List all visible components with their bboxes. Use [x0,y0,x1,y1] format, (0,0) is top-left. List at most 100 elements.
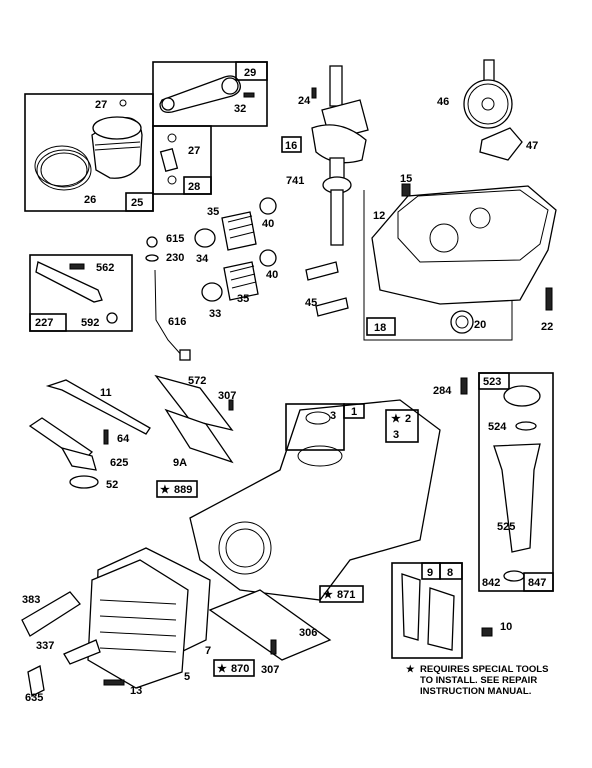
label-871-star: ★ [323,589,333,601]
label-307-a: 307 [218,390,236,402]
label-562: 562 [96,262,114,274]
label-46: 46 [437,96,449,108]
dipstick-tube-525 [493,443,541,553]
wrist-pin-group [152,125,212,195]
label-3-b: 3 [393,429,399,441]
box-16-label-box [281,136,302,153]
piston-top [92,116,142,140]
label-889-star: ★ [160,484,170,496]
crankshaft-pto-end [329,65,343,107]
note-line-1: REQUIRES SPECIAL TOOLS [420,664,548,675]
screw-284 [460,377,468,395]
screw-307-upper [228,399,234,411]
governor-link-616 [154,269,185,359]
label-306: 306 [299,627,317,639]
label-525: 525 [497,521,515,533]
label-7: 7 [205,645,211,657]
box-18-label-box [366,317,396,336]
box-29-label-box [235,61,268,81]
label-2: 2 [405,413,411,425]
note-line-3: INSTRUCTION MANUAL. [420,686,531,697]
seal-box [285,403,345,451]
bolt-13 [103,679,125,686]
label-524: 524 [488,421,507,433]
breather-tube-11 [45,379,151,435]
label-625: 625 [110,457,128,469]
seal-842 [503,570,525,582]
nut-592 [106,312,118,324]
valve-head-33 [201,282,223,302]
screw-64 [103,429,109,445]
label-10: 10 [500,621,512,633]
label-870-star: ★ [217,663,227,675]
connecting-rod-group [152,61,268,127]
label-52: 52 [106,479,118,491]
label-3-a: 3 [330,410,336,422]
label-635: 635 [25,692,43,704]
label-35-a: 35 [207,206,219,218]
valve-train-group [145,197,349,361]
dipstick-cap-523 [503,385,541,407]
special-tools-note: ★ REQUIRES SPECIAL TOOLS TO INSTALL. SEE… [406,664,548,697]
label-40-b: 40 [266,269,278,281]
label-2-star: ★ [391,413,401,425]
connecting-rod [159,75,241,113]
label-11: 11 [100,387,112,399]
label-15: 15 [400,173,412,185]
label-13: 13 [130,685,142,697]
callouts: 27 26 25 27 28 29 32 24 16 741 46 47 15 … [22,67,553,704]
label-34: 34 [196,253,209,265]
box-2-label-box [385,409,419,443]
label-32: 32 [234,103,246,115]
box-870-label-box [213,659,255,677]
box-8-label-box [439,562,463,580]
governor-lever [35,261,103,303]
piston-kit-group [24,93,154,212]
note-line-2: TO INSTALL. SEE REPAIR [420,675,537,686]
oil-seal-20 [450,310,474,334]
o-ring-524 [515,421,537,431]
piston-ring-1 [36,149,92,191]
gasket-9 [401,573,421,641]
gasket-306 [208,589,332,661]
piston-clip-27 [119,99,127,107]
label-227: 227 [35,317,53,329]
valve-spring-35-upper [221,211,257,251]
label-27-b: 27 [188,145,200,157]
governor-47 [479,127,523,161]
label-615: 615 [166,233,184,245]
tappet-45-upper [305,261,339,281]
label-27-a: 27 [95,99,107,111]
rod-bolt-32 [243,92,255,98]
label-842: 842 [482,577,500,589]
dipstick-box [478,372,554,592]
cover-8 [427,587,455,651]
label-40-a: 40 [262,218,274,230]
crank-counterweight [311,124,367,164]
label-9: 9 [427,567,433,579]
governor-lever-box [29,254,133,332]
label-20: 20 [474,319,486,331]
label-592: 592 [81,317,99,329]
cylinder-block-group [156,399,441,677]
screw-562 [69,263,85,270]
label-889: 889 [174,484,192,496]
breather-group [28,374,234,489]
piston-ring-3 [34,145,90,187]
cover-group [391,562,493,659]
label-8: 8 [447,567,453,579]
crankshaft-mag-end [330,189,344,246]
sump-bracket [363,190,513,341]
spark-plug-cover-383 [21,591,81,637]
dipstick-group [460,372,554,592]
label-64: 64 [117,433,130,445]
label-47: 47 [526,140,538,152]
label-24: 24 [298,95,311,107]
spark-plug-337 [63,639,101,665]
label-870: 870 [231,663,249,675]
crank-key-24 [311,87,317,99]
tappet-40-upper [259,197,277,215]
breather-625 [60,446,97,471]
label-25: 25 [131,197,143,209]
plug-15 [401,183,411,197]
